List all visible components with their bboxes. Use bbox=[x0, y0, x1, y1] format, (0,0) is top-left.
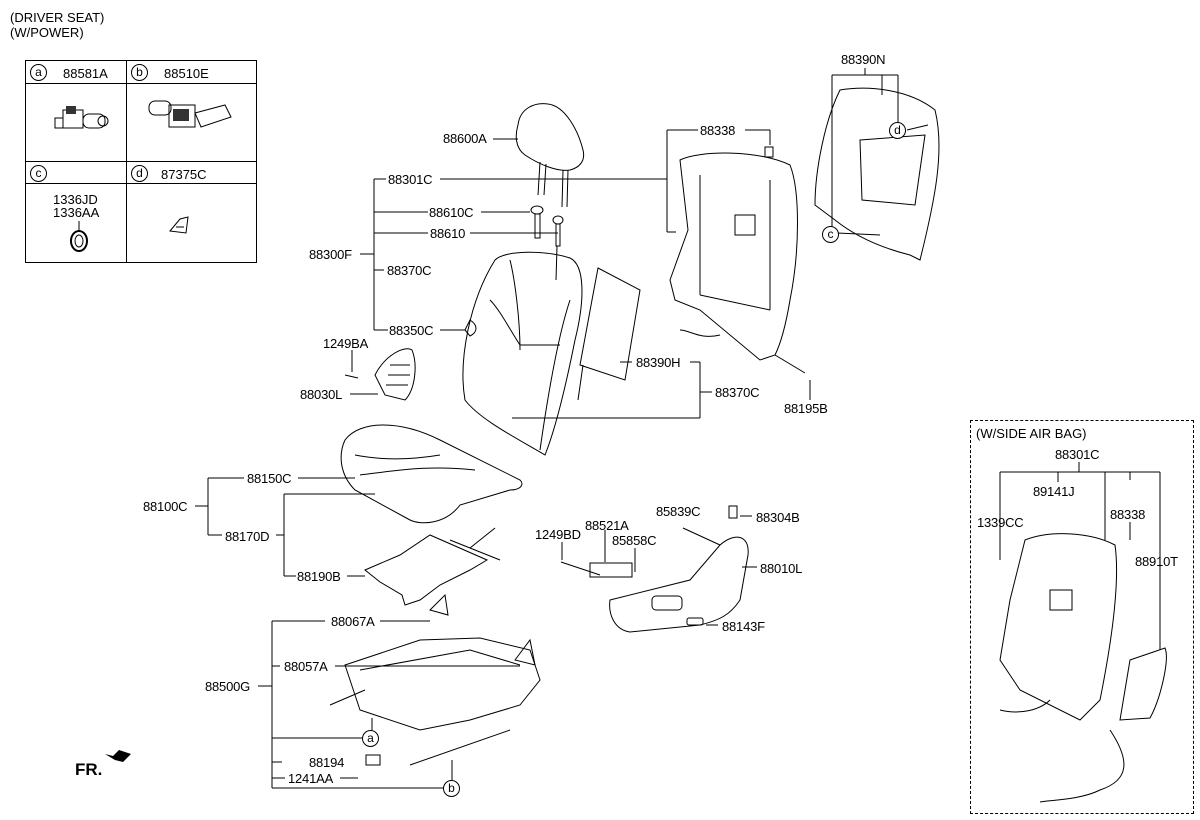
callout-88100C[interactable]: 88100C bbox=[143, 499, 188, 514]
legend-divider bbox=[26, 183, 256, 184]
legend-part-88510E[interactable]: 88510E bbox=[164, 66, 209, 81]
callout-88301C[interactable]: 88301C bbox=[388, 172, 433, 187]
callout-88194[interactable]: 88194 bbox=[309, 755, 345, 770]
callout-88150C[interactable]: 88150C bbox=[247, 471, 292, 486]
side-shield-drawing bbox=[344, 348, 416, 401]
callout-88600A[interactable]: 88600A bbox=[443, 131, 487, 146]
front-indicator-label: FR. bbox=[75, 760, 103, 779]
seatback-frame-drawing bbox=[669, 146, 798, 361]
grommet-icon bbox=[70, 221, 88, 252]
headrest-guide-drawing bbox=[530, 205, 564, 281]
callout-88057A[interactable]: 88057A bbox=[284, 659, 328, 674]
clip-bracket-icon bbox=[169, 216, 189, 234]
headrest-drawing bbox=[515, 103, 585, 208]
legend-part-87375C[interactable]: 87375C bbox=[161, 167, 207, 182]
airbag-inset-title: (W/SIDE AIR BAG) bbox=[976, 426, 1087, 441]
callout-88370C-upper[interactable]: 88370C bbox=[387, 263, 432, 278]
legend-part-1336AA[interactable]: 1336AA bbox=[53, 205, 100, 220]
callout-1241AA[interactable]: 1241AA bbox=[288, 771, 334, 786]
callout-88390N[interactable]: 88390N bbox=[841, 52, 886, 67]
airbag-inset-drawing bbox=[999, 462, 1167, 803]
marker-b: b bbox=[131, 64, 148, 81]
callout-1249BA[interactable]: 1249BA bbox=[323, 336, 369, 351]
callout-88010L[interactable]: 88010L bbox=[760, 561, 803, 576]
cushion-heater-drawing bbox=[364, 527, 501, 606]
marker-c-ref[interactable]: c bbox=[822, 226, 839, 243]
callout-88610C[interactable]: 88610C bbox=[429, 205, 474, 220]
legend-divider bbox=[26, 161, 256, 162]
diagram-title-line2: (W/POWER) bbox=[10, 25, 84, 40]
callout-85839C[interactable]: 85839C bbox=[656, 504, 701, 519]
inset-callout-1339CC[interactable]: 1339CC bbox=[977, 515, 1024, 530]
inset-callout-88338[interactable]: 88338 bbox=[1110, 507, 1146, 522]
marker-b-ref[interactable]: b bbox=[443, 780, 460, 797]
callout-88304B[interactable]: 88304B bbox=[756, 510, 800, 525]
marker-d-ref[interactable]: d bbox=[889, 122, 906, 139]
inset-callout-88301C[interactable]: 88301C bbox=[1055, 447, 1100, 462]
callout-88030L[interactable]: 88030L bbox=[300, 387, 343, 402]
callout-88521A[interactable]: 88521A bbox=[585, 518, 629, 533]
callout-88067A[interactable]: 88067A bbox=[331, 614, 375, 629]
seat-motor-gearbox-icon bbox=[148, 100, 232, 128]
inset-callout-88910T[interactable]: 88910T bbox=[1135, 554, 1178, 569]
marker-a-ref[interactable]: a bbox=[362, 730, 379, 747]
legend-part-88581A[interactable]: 88581A bbox=[63, 66, 108, 81]
callout-88610[interactable]: 88610 bbox=[430, 226, 466, 241]
legend-part-1336JD[interactable]: 1336JD bbox=[53, 192, 98, 207]
callout-1249BD[interactable]: 1249BD bbox=[535, 527, 581, 542]
callout-88370C[interactable]: 88370C bbox=[715, 385, 760, 400]
front-arrow-icon bbox=[105, 750, 131, 762]
callout-88143F[interactable]: 88143F bbox=[722, 619, 765, 634]
marker-d: d bbox=[131, 165, 148, 182]
callout-88170D[interactable]: 88170D bbox=[225, 529, 270, 544]
seat-track-drawing bbox=[329, 593, 541, 766]
callout-88500G[interactable]: 88500G bbox=[205, 679, 251, 694]
seat-motor-icon bbox=[54, 106, 109, 129]
callout-88195B[interactable]: 88195B bbox=[784, 401, 828, 416]
callout-88190B[interactable]: 88190B bbox=[297, 569, 341, 584]
callout-88390H[interactable]: 88390H bbox=[636, 355, 681, 370]
marker-c: c bbox=[30, 165, 47, 182]
airbag-inset: (W/SIDE AIR BAG) bbox=[970, 420, 1194, 814]
callout-85858C[interactable]: 85858C bbox=[612, 533, 657, 548]
seatback-cover-drawing bbox=[462, 251, 583, 456]
callout-88338[interactable]: 88338 bbox=[700, 123, 736, 138]
callout-88350C[interactable]: 88350C bbox=[389, 323, 434, 338]
inset-callout-89141J[interactable]: 89141J bbox=[1033, 484, 1075, 499]
seat-cushion-cover-drawing bbox=[340, 424, 523, 524]
seatback-heater-drawing bbox=[577, 267, 641, 401]
seat-side-cover-drawing bbox=[589, 505, 749, 633]
legend-divider bbox=[26, 83, 256, 84]
diagram-title-line1: (DRIVER SEAT) bbox=[10, 10, 105, 25]
marker-a: a bbox=[30, 64, 47, 81]
callout-88300F[interactable]: 88300F bbox=[309, 247, 352, 262]
legend-table: a 88581A b 88510E c 1336JD 1336AA d 8737… bbox=[25, 60, 257, 263]
